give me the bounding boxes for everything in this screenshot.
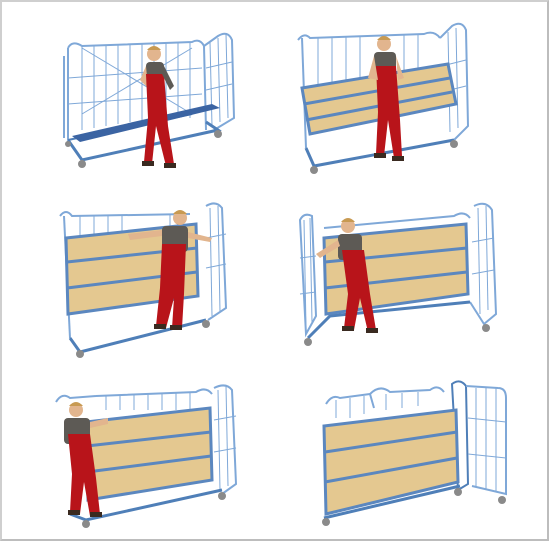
step-2-illustration — [284, 16, 494, 182]
roll-cage-cart-icon — [46, 374, 261, 530]
folded-cart-icon — [310, 374, 520, 530]
step-5-illustration — [46, 374, 261, 530]
step-1-illustration — [42, 18, 252, 184]
step-4-illustration — [294, 198, 509, 364]
roll-cage-cart-icon — [284, 16, 494, 182]
step-6-illustration — [310, 374, 520, 530]
roll-cage-cart-icon — [50, 198, 260, 364]
step-3-illustration — [50, 198, 260, 364]
roll-cage-cart-icon — [42, 18, 252, 184]
worker-icon — [140, 46, 176, 168]
roll-cage-cart-icon — [294, 198, 509, 364]
